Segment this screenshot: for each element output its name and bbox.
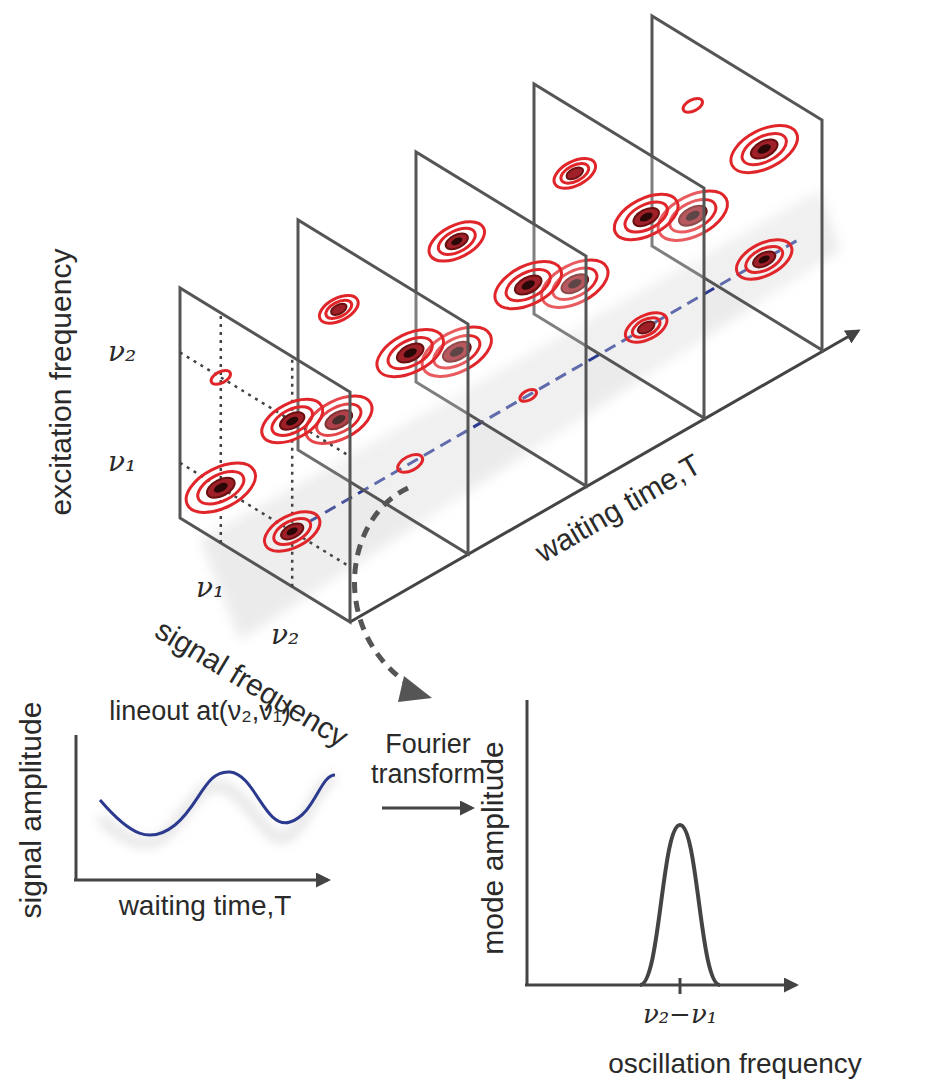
- contour: [607, 185, 685, 249]
- guide-line: [180, 352, 350, 456]
- spectral-peak: [315, 290, 363, 329]
- y-axis: [75, 735, 78, 880]
- contour: [751, 248, 778, 270]
- spectral-peak: [487, 252, 569, 319]
- contour: [209, 368, 233, 388]
- contour: [277, 409, 307, 434]
- contour: [270, 513, 315, 550]
- contour: [285, 415, 300, 427]
- contour: [737, 127, 791, 171]
- axis-label: excitation frequency: [44, 249, 77, 516]
- contour: [402, 346, 418, 359]
- axis-tick-label: ν₂: [271, 620, 299, 651]
- contour: [258, 504, 326, 560]
- transform-arrow: [382, 807, 472, 810]
- spectral-peak: [730, 232, 798, 288]
- contour: [756, 142, 772, 155]
- contour: [638, 211, 654, 224]
- wave-shadow: [100, 780, 335, 843]
- spectral-peak: [549, 152, 600, 194]
- spectral-peak: [258, 504, 326, 560]
- axis-label: mode amplitude: [476, 741, 509, 954]
- contour: [212, 481, 229, 495]
- contour: [395, 451, 426, 476]
- contour: [742, 241, 787, 278]
- contour: [501, 263, 555, 307]
- contour: [383, 331, 437, 375]
- contour: [629, 314, 663, 342]
- contour: [285, 526, 299, 537]
- x-axis: [74, 879, 328, 882]
- x-axis: [525, 984, 796, 987]
- contour: [681, 96, 705, 116]
- contour: [450, 236, 464, 247]
- spectral-peak: [209, 368, 233, 388]
- tick: [679, 978, 682, 994]
- spectral-peak: [681, 96, 705, 116]
- spectral-peak: [423, 213, 491, 269]
- spectral-peak: [395, 451, 426, 476]
- axis-label: signal amplitude: [14, 702, 47, 919]
- spectral-peak: [369, 320, 451, 387]
- oscillation-trace: [100, 772, 335, 835]
- axis-tick-label: ν₁: [196, 573, 224, 604]
- axis-label: oscillation frequency: [608, 1049, 862, 1080]
- spectral-peak: [640, 825, 720, 985]
- contour: [443, 230, 470, 252]
- guide-line: [291, 357, 294, 587]
- contour: [520, 278, 536, 291]
- axis-label: waiting time,T: [119, 891, 292, 922]
- y-axis: [526, 700, 529, 985]
- spectral-peak: [178, 453, 263, 523]
- spectral-peak: [607, 185, 685, 249]
- axis-tick-label: ν₁: [108, 447, 136, 478]
- spectral-peak: [723, 116, 805, 183]
- contour: [636, 319, 656, 336]
- contour: [394, 340, 427, 367]
- contour: [757, 254, 771, 265]
- contour: [621, 307, 672, 349]
- contour: [723, 116, 805, 183]
- contour: [512, 272, 545, 299]
- contour: [631, 204, 662, 230]
- contour: [487, 252, 569, 319]
- axis-label: signal frequency: [150, 613, 354, 754]
- axis-tick-label: ν₂: [108, 337, 136, 368]
- axis-label: lineout at(ν₂,ν₁): [109, 697, 291, 727]
- contour: [748, 136, 781, 163]
- contour: [565, 165, 585, 182]
- contour: [279, 520, 306, 542]
- spectral-peak: [518, 387, 538, 404]
- lineout-pointer: [355, 488, 419, 690]
- contour: [518, 387, 538, 404]
- axis-tick-label: ν₂−ν₁: [643, 1000, 717, 1029]
- contour: [193, 465, 249, 511]
- contour: [315, 290, 363, 329]
- spectra-stack: [178, 16, 822, 622]
- contour: [204, 474, 238, 502]
- spectrum-panel: [180, 288, 350, 622]
- guide-line: [180, 463, 350, 567]
- contour: [329, 301, 348, 317]
- contour: [323, 296, 355, 322]
- contour: [255, 390, 330, 451]
- contour: [423, 213, 491, 269]
- contour: [620, 196, 672, 238]
- spectral-peak: [621, 307, 672, 349]
- contour: [730, 232, 798, 288]
- lineout-pointer-head: [398, 676, 432, 702]
- spectral-peak: [255, 390, 330, 451]
- contour: [369, 320, 451, 387]
- contour: [549, 152, 600, 194]
- contour: [178, 453, 263, 523]
- contour: [558, 160, 592, 188]
- contour: [267, 401, 317, 442]
- contour: [434, 223, 479, 260]
